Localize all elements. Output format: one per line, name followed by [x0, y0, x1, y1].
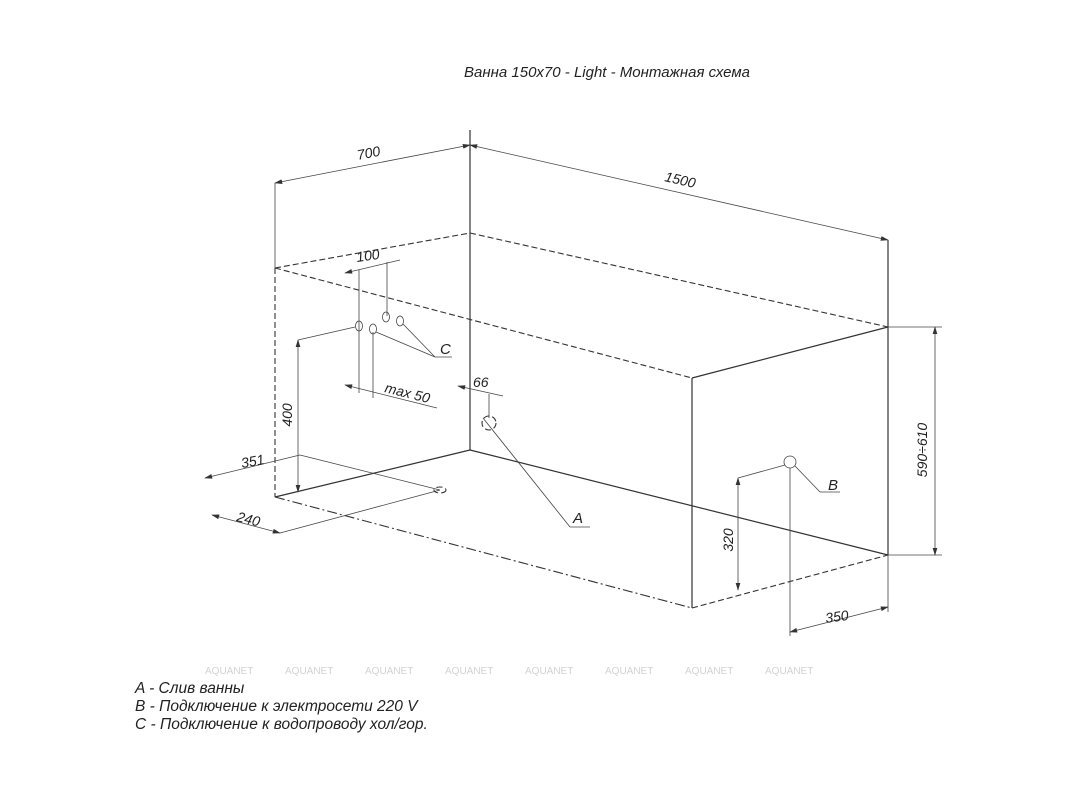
svg-text:66: 66 — [473, 374, 489, 390]
svg-text:350: 350 — [824, 607, 850, 626]
drain-a: 66 A 351 240 — [204, 374, 590, 534]
svg-text:320: 320 — [720, 528, 736, 552]
svg-text:1500: 1500 — [663, 168, 697, 191]
watermark: AQUANET — [445, 666, 494, 677]
marker-c: C — [440, 341, 451, 358]
legend: A - Слив ванны B - Подключение к электро… — [135, 680, 428, 734]
watermark: AQUANET — [205, 666, 254, 677]
watermark: AQUANET — [765, 666, 814, 677]
legend-item-c: C - Подключение к водопроводу хол/гор. — [135, 716, 428, 733]
marker-b: B — [828, 477, 838, 494]
marker-a: A — [572, 510, 583, 527]
diagram-title: Ванна 150x70 - Light - Монтажная схема — [464, 64, 750, 81]
svg-text:351: 351 — [240, 451, 266, 471]
svg-text:700: 700 — [356, 143, 382, 163]
dimension-width: 700 — [274, 143, 471, 184]
water-inlets-c: 100 max 50 C 400 — [279, 246, 452, 493]
watermark: AQUANET — [685, 666, 734, 677]
watermark: AQUANET — [605, 666, 654, 677]
watermark: AQUANET — [365, 666, 414, 677]
legend-item-a: A - Слив ванны — [135, 680, 245, 697]
svg-text:400: 400 — [279, 403, 295, 427]
svg-text:240: 240 — [234, 508, 262, 529]
bathtub-box — [274, 130, 889, 609]
legend-item-b: B - Подключение к электросети 220 V — [135, 698, 418, 715]
svg-text:max 50: max 50 — [383, 379, 432, 406]
dimension-length: 1500 — [469, 144, 889, 241]
svg-text:100: 100 — [355, 246, 381, 265]
watermark: AQUANET — [285, 666, 334, 677]
power-connection-b: 320 B 350 — [720, 455, 889, 636]
watermark: AQUANET — [525, 666, 574, 677]
svg-text:590÷610: 590÷610 — [914, 423, 930, 478]
dimension-height: 590÷610 — [888, 326, 942, 556]
